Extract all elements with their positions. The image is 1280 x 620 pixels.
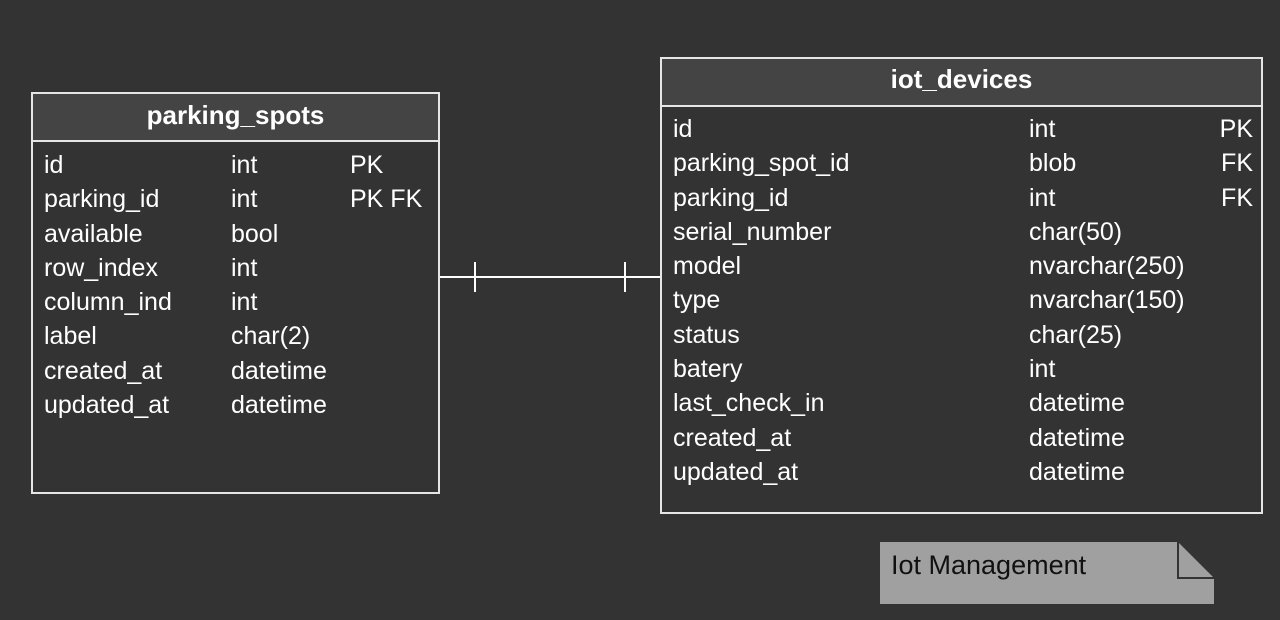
column-type: datetime — [1029, 457, 1125, 486]
column-row[interactable]: parking_id int FK — [662, 181, 1261, 215]
column-type: nvarchar(150) — [1029, 286, 1185, 315]
column-type: nvarchar(250) — [1029, 252, 1185, 281]
column-type: blob — [1029, 149, 1077, 178]
column-type: int — [1029, 115, 1056, 143]
column-name: model — [673, 252, 742, 281]
column-name: parking_id — [44, 185, 160, 214]
column-name: last_check_in — [673, 389, 825, 418]
column-key: FK — [1221, 183, 1253, 212]
note-shape — [880, 542, 1214, 604]
column-name: id — [44, 151, 64, 179]
column-type: int — [231, 185, 258, 214]
column-type: datetime — [231, 356, 327, 385]
column-key: PK — [350, 151, 384, 179]
column-row[interactable]: serial_number char(50) — [662, 215, 1261, 249]
column-row[interactable]: available bool — [33, 217, 438, 251]
column-row[interactable]: created_at datetime — [662, 421, 1261, 455]
column-type: char(25) — [1029, 320, 1123, 349]
column-type: datetime — [1029, 389, 1125, 418]
column-row[interactable]: parking_id int PK FK — [33, 182, 438, 216]
column-name: created_at — [44, 356, 163, 385]
column-row[interactable]: created_at datetime — [33, 354, 438, 388]
column-name: type — [673, 286, 721, 315]
column-row[interactable]: row_index int — [33, 251, 438, 285]
column-type: char(50) — [1029, 217, 1123, 246]
column-row[interactable]: column_ind int — [33, 285, 438, 319]
column-row[interactable]: type nvarchar(150) — [662, 283, 1261, 317]
column-name: available — [44, 219, 143, 248]
column-name: row_index — [44, 253, 158, 282]
column-row[interactable]: updated_at datetime — [33, 388, 438, 422]
column-row[interactable]: label char(2) — [33, 319, 438, 353]
column-type: int — [231, 288, 258, 317]
column-type: int — [231, 253, 258, 282]
column-key: PK — [1219, 115, 1253, 143]
note[interactable]: Iot Management — [880, 542, 1214, 604]
column-row[interactable]: parking_spot_id blob FK — [662, 146, 1261, 180]
column-type: bool — [231, 219, 279, 248]
column-key: PK FK — [350, 185, 423, 214]
column-type: int — [231, 151, 258, 179]
note-text: Iot Management — [891, 550, 1087, 580]
column-name: parking_spot_id — [673, 149, 850, 178]
column-row[interactable]: model nvarchar(250) — [662, 249, 1261, 283]
column-row[interactable]: last_check_in datetime — [662, 386, 1261, 420]
column-key: FK — [1221, 149, 1253, 178]
column-type: int — [1029, 183, 1056, 212]
column-type: char(2) — [231, 322, 311, 351]
column-name: updated_at — [44, 391, 170, 420]
column-name: status — [673, 320, 740, 349]
column-row[interactable]: id int PK — [662, 112, 1261, 146]
column-row[interactable]: updated_at datetime — [662, 455, 1261, 489]
column-type: datetime — [231, 391, 327, 420]
column-row[interactable]: id int PK — [33, 148, 438, 182]
table-title: parking_spots — [33, 94, 438, 142]
column-type: int — [1029, 355, 1056, 384]
column-name: column_ind — [44, 288, 172, 317]
column-name: created_at — [673, 423, 792, 452]
column-type: datetime — [1029, 423, 1125, 452]
column-name: serial_number — [673, 217, 832, 246]
column-row[interactable]: batery int — [662, 352, 1261, 386]
column-name: label — [44, 322, 97, 351]
column-name: parking_id — [673, 183, 789, 212]
table-title: iot_devices — [662, 59, 1261, 107]
column-name: id — [673, 115, 693, 143]
column-name: updated_at — [673, 457, 799, 486]
column-name: batery — [673, 355, 743, 384]
column-row[interactable]: status char(25) — [662, 318, 1261, 352]
